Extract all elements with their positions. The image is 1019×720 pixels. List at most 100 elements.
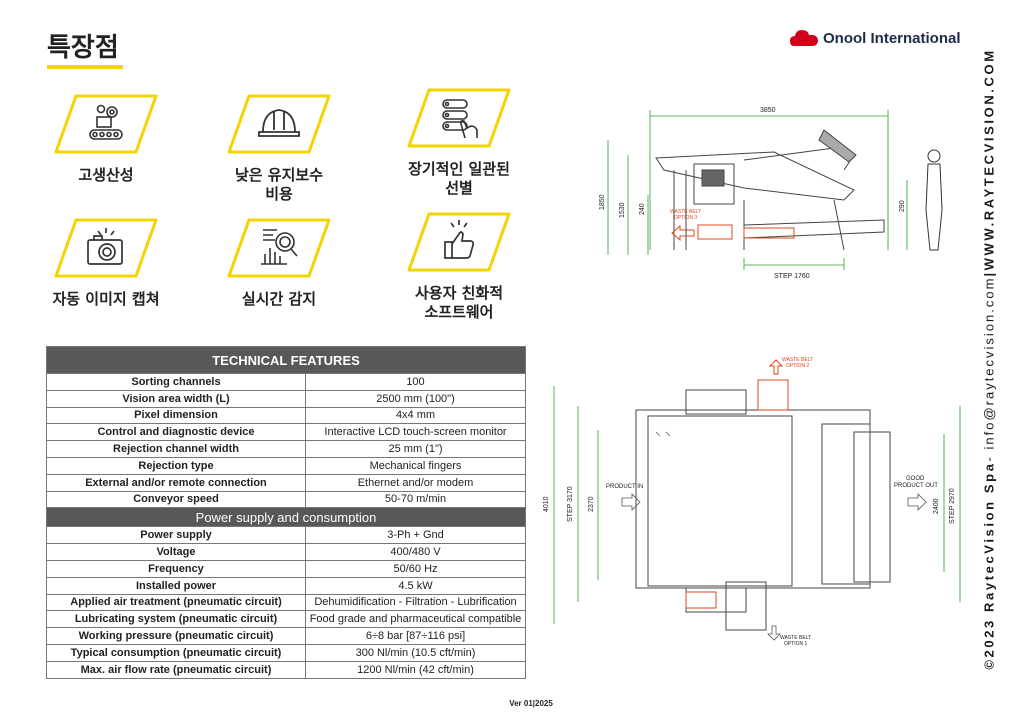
feature-label-line2: 비용: [265, 185, 293, 203]
spec-value: 2500 mm (100"): [305, 389, 526, 408]
spec-value: 50-70 m/min: [305, 490, 526, 509]
waste-belt-top: WASTE BELT: [782, 357, 813, 363]
spec-value: 3-Ph + Gnd: [305, 526, 526, 545]
monitoring-icon: [227, 218, 331, 278]
dim-width: 3850: [760, 107, 776, 114]
dim-2370: 2370: [588, 496, 595, 512]
dim-height-4: 290: [899, 200, 906, 212]
feature-high-productivity: 고생산성: [31, 92, 181, 185]
spec-value: 4x4 mm: [305, 406, 526, 425]
spec-key: External and/or remote connection: [46, 473, 306, 492]
table-row: Lubricating system (pneumatic circuit)Fo…: [46, 610, 526, 629]
spec-value: 4.5 kW: [305, 576, 526, 595]
product-out-label: PRODUCT OUT: [894, 483, 938, 489]
spec-key: Max. air flow rate (pneumatic circuit): [46, 660, 306, 679]
brand-name: Onool International: [823, 29, 961, 47]
table-row: Applied air treatment (pneumatic circuit…: [46, 593, 526, 612]
copyright-text: ©2023 RaytecVision Spa: [981, 461, 997, 670]
spec-value: Food grade and pharmaceutical compatible: [305, 610, 526, 629]
feature-consistent-sorting: 장기적인 일관된 선별: [384, 86, 534, 198]
feature-label-line2: 선별: [445, 179, 473, 197]
table-row: Typical consumption (pneumatic circuit)3…: [46, 643, 526, 662]
waste-belt-bottom: WASTE BELT: [780, 635, 811, 641]
table-subheader-row: Power supply and consumption: [46, 507, 526, 528]
table-row: Max. air flow rate (pneumatic circuit)12…: [46, 660, 526, 679]
spec-key: Sorting channels: [46, 373, 306, 391]
spec-key: Control and diagnostic device: [46, 423, 306, 442]
spec-key: Voltage: [46, 543, 306, 561]
dim-2400: 2400: [933, 498, 940, 514]
spec-value: 1200 Nl/min (42 cft/min): [305, 660, 526, 679]
feature-label: 고생산성: [78, 166, 134, 184]
spec-key: Pixel dimension: [46, 406, 306, 425]
email-text[interactable]: - info@raytecvision.com: [981, 276, 997, 462]
dim-height-3: 240: [639, 203, 646, 215]
product-in-label: PRODUCT IN: [606, 484, 643, 490]
spec-key: Rejection type: [46, 456, 306, 475]
spec-key: Vision area width (L): [46, 389, 306, 408]
dim-height-1: 1850: [599, 194, 606, 210]
feature-label: 자동 이미지 캡쳐: [52, 290, 160, 308]
spec-value: 25 mm (1"): [305, 440, 526, 458]
feature-label-line1: 낮은 유지보수: [234, 166, 324, 184]
waste-belt-bottom-option: OPTION 1: [784, 641, 808, 647]
feature-label-line1: 사용자 친화적: [414, 284, 504, 302]
table-header: TECHNICAL FEATURES: [46, 346, 526, 374]
spec-key: Applied air treatment (pneumatic circuit…: [46, 593, 306, 612]
table-row: Working pressure (pneumatic circuit)6÷8 …: [46, 627, 526, 645]
spec-value: 6÷8 bar [87÷116 psi]: [305, 627, 526, 645]
side-view-drawing: 3850 1850 1530 240 290 STEP 1760 WASTE B…: [599, 107, 943, 280]
spec-key: Power supply: [46, 526, 306, 545]
brand-logo[interactable]: Onool International: [790, 28, 961, 48]
spec-value: 50/60 Hz: [305, 559, 526, 578]
dim-4010: 4010: [543, 496, 550, 512]
production-line-icon: [54, 94, 158, 154]
table-subheader: Power supply and consumption: [46, 507, 526, 528]
table-row: Vision area width (L)2500 mm (100"): [46, 389, 526, 408]
page-title: 특장점: [47, 33, 119, 63]
version-label: Ver 01|2025: [509, 699, 553, 708]
dim-step-2970: STEP 2970: [949, 488, 956, 524]
title-underline: [47, 65, 123, 69]
feature-label-line2: 소프트웨어: [424, 303, 494, 321]
top-view-drawing: 4010 STEP 3170 2370 2400 STEP 2970 PRODU…: [543, 357, 961, 647]
spec-key: Working pressure (pneumatic circuit): [46, 627, 306, 645]
spec-key: Installed power: [46, 576, 306, 595]
dim-step-3170: STEP 3170: [567, 486, 574, 522]
website-text[interactable]: |WWW.RAYTECVISION.COM: [981, 48, 997, 277]
side-copyright-strip: ©2023 RaytecVision Spa- info@raytecvisio…: [974, 14, 1004, 704]
dim-height-2: 1530: [619, 202, 626, 218]
spec-value: Ethernet and/or modem: [305, 473, 526, 492]
spec-key: Typical consumption (pneumatic circuit): [46, 643, 306, 662]
touch-menu-icon: [407, 88, 511, 148]
feature-auto-image-capture: 자동 이미지 캡쳐: [31, 216, 181, 309]
cloud-logo-icon: [790, 30, 818, 46]
thumbs-up-icon: [407, 212, 511, 272]
camera-icon: [54, 218, 158, 278]
feature-user-friendly-software: 사용자 친화적 소프트웨어: [384, 210, 534, 322]
spec-key: Rejection channel width: [46, 440, 306, 458]
feature-label: 실시간 감지: [241, 290, 317, 308]
spec-key: Conveyor speed: [46, 490, 306, 509]
feature-realtime-detection: 실시간 감지: [204, 216, 354, 309]
spec-value: 400/480 V: [305, 543, 526, 561]
spec-value: Mechanical fingers: [305, 456, 526, 475]
safety-helmet-icon: [227, 94, 331, 154]
dim-step: STEP 1760: [774, 273, 810, 280]
spec-value: Dehumidification - Filtration - Lubrific…: [305, 593, 526, 612]
spec-value: 100: [305, 373, 526, 391]
spec-value: Interactive LCD touch-screen monitor: [305, 423, 526, 442]
spec-key: Frequency: [46, 559, 306, 578]
feature-low-maintenance: 낮은 유지보수 비용: [204, 92, 354, 204]
